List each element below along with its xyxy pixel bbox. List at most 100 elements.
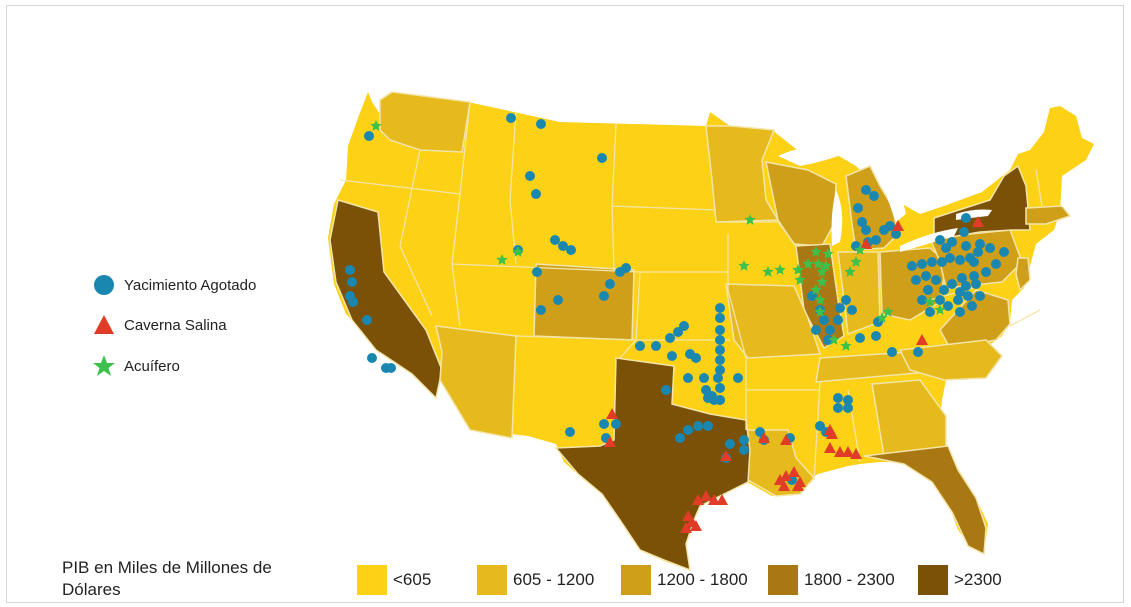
depleted-reservoir-marker	[943, 301, 953, 311]
storage-sites	[345, 113, 1009, 533]
depleted-reservoir-marker	[869, 191, 879, 201]
aquifer-marker	[850, 256, 862, 267]
salt-cavern-marker	[826, 428, 838, 439]
depleted-reservoir-marker	[961, 241, 971, 251]
depleted-reservoir-marker	[739, 435, 749, 445]
depleted-reservoir-marker	[348, 297, 358, 307]
depleted-reservoir-marker	[536, 305, 546, 315]
depleted-reservoir-marker	[558, 241, 568, 251]
aquifer-marker	[512, 246, 524, 257]
salt-cavern-marker	[758, 432, 770, 443]
aquifer-marker	[762, 266, 774, 277]
depleted-reservoir-marker	[693, 421, 703, 431]
legend-depleted-reservoir: Yacimiento Agotado	[92, 273, 256, 297]
aquifer-marker	[924, 296, 936, 307]
salt-cavern-marker	[778, 480, 790, 491]
depleted-reservoir-marker	[969, 271, 979, 281]
depleted-reservoir-marker	[843, 395, 853, 405]
depleted-reservoir-marker	[532, 267, 542, 277]
depleted-reservoir-marker	[853, 203, 863, 213]
depleted-reservoir-marker	[955, 255, 965, 265]
salt-cavern-marker	[606, 408, 618, 419]
gdp-class-2: 1200 - 1800	[621, 565, 748, 595]
gdp-class-1: 605 - 1200	[477, 565, 594, 595]
gdp-class-3: 1800 - 2300	[768, 565, 895, 595]
depleted-reservoir-marker	[975, 291, 985, 301]
depleted-reservoir-marker	[833, 403, 843, 413]
depleted-reservoir-marker	[841, 295, 851, 305]
depleted-reservoir-marker	[999, 247, 1009, 257]
aquifer-marker	[816, 276, 828, 287]
depleted-reservoir-marker	[691, 353, 701, 363]
salt-cavern-marker	[720, 450, 732, 461]
depleted-reservoir-marker	[386, 363, 396, 373]
aquifer-marker	[814, 306, 826, 317]
salt-cavern-marker	[690, 520, 702, 531]
depleted-reservoir-marker	[506, 113, 516, 123]
gdp-label-2: 1200 - 1800	[657, 570, 748, 589]
green-star-icon	[93, 355, 115, 376]
legend-aquifer-label: Acuífero	[124, 357, 180, 375]
gdp-swatch-0	[357, 565, 387, 595]
depleted-reservoir-marker	[599, 419, 609, 429]
depleted-reservoir-marker	[536, 119, 546, 129]
depleted-reservoir-marker	[597, 153, 607, 163]
legend-salt-cavern: Caverna Salina	[92, 313, 227, 337]
region-georgia	[871, 379, 947, 457]
region-wisconsin	[765, 161, 837, 247]
depleted-reservoir-marker	[941, 243, 951, 253]
depleted-reservoir-marker	[961, 213, 971, 223]
gdp-swatch-3	[768, 565, 798, 595]
depleted-reservoir-marker	[975, 239, 985, 249]
depleted-reservoir-marker	[725, 439, 735, 449]
depleted-reservoir-marker	[566, 245, 576, 255]
salt-cavern-marker	[834, 446, 846, 457]
depleted-reservoir-marker	[715, 365, 725, 375]
depleted-reservoir-marker	[715, 335, 725, 345]
depleted-reservoir-marker	[891, 229, 901, 239]
salt-cavern-marker	[780, 434, 792, 445]
salt-cavern-marker	[788, 466, 800, 477]
aquifer-marker	[774, 264, 786, 275]
aquifer-marker	[840, 340, 852, 351]
depleted-reservoir-marker	[679, 321, 689, 331]
depleted-reservoir-marker	[871, 235, 881, 245]
blue-circle-icon	[94, 275, 114, 295]
depleted-reservoir-marker	[887, 347, 897, 357]
depleted-reservoir-marker	[913, 347, 923, 357]
lake-huron	[880, 172, 906, 222]
aquifer-marker	[854, 244, 866, 255]
depleted-reservoir-marker	[362, 315, 372, 325]
salt-cavern-marker	[692, 494, 704, 505]
depleted-reservoir-marker	[885, 221, 895, 231]
lake-erie	[900, 228, 958, 252]
legend-salt-label: Caverna Salina	[124, 316, 227, 334]
depleted-reservoir-marker	[861, 185, 871, 195]
region-new-york	[933, 164, 1031, 241]
depleted-reservoir-marker	[969, 257, 979, 267]
depleted-reservoir-marker	[835, 303, 845, 313]
depleted-reservoir-marker	[811, 325, 821, 335]
depleted-reservoir-marker	[963, 291, 973, 301]
salt-cavern-marker	[708, 494, 720, 505]
gdp-label-4: >2300	[954, 570, 1002, 589]
depleted-reservoir-marker	[917, 295, 927, 305]
aquifer-marker	[792, 264, 804, 275]
great-lakes	[778, 146, 992, 252]
depleted-reservoir-marker	[550, 235, 560, 245]
aquifer-marker	[816, 266, 828, 277]
depleted-reservoir-marker	[847, 305, 857, 315]
depleted-reservoir-marker	[953, 295, 963, 305]
salt-cavern-marker	[680, 522, 692, 533]
depleted-reservoir-marker	[931, 275, 941, 285]
aquifer-marker	[812, 258, 824, 269]
aquifer-marker	[820, 260, 832, 271]
salt-cavern-marker	[842, 446, 854, 457]
depleted-reservoir-marker	[991, 259, 1001, 269]
depleted-reservoir-marker	[699, 373, 709, 383]
depleted-reservoir-marker	[683, 425, 693, 435]
depleted-reservoir-marker	[364, 131, 374, 141]
depleted-reservoir-marker	[825, 325, 835, 335]
depleted-reservoir-marker	[621, 263, 631, 273]
